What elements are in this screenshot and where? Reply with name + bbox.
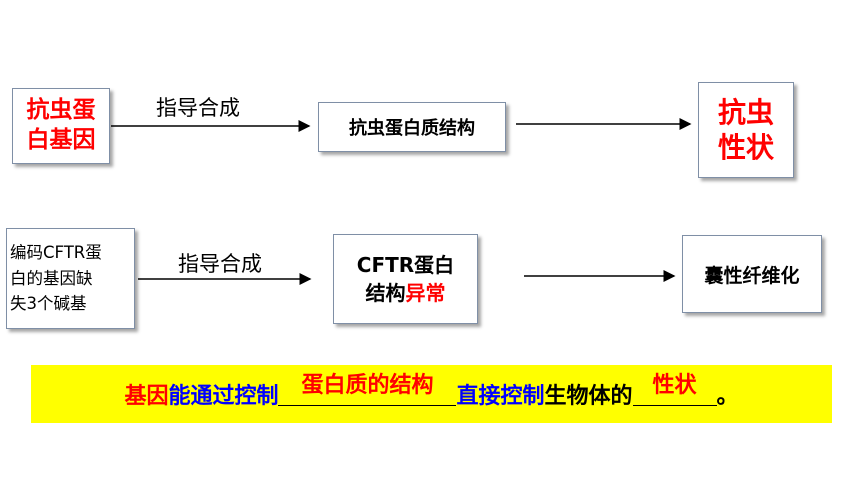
- conclusion-blank-protein-structure: 蛋白质的结构: [278, 374, 457, 406]
- conclusion-gene: 基因: [124, 384, 169, 409]
- row2-gene-box: 编码CFTR蛋 白的基因缺 失3个碱基: [6, 228, 135, 329]
- row2-trait-box: 囊性纤维化: [682, 235, 822, 313]
- row2-gene-box-line2: 白的基因缺: [10, 268, 93, 288]
- row2-arrow-label: 指导合成: [178, 252, 262, 276]
- row1-gene-box: 抗虫蛋 白基因: [12, 88, 110, 164]
- row2-protein-box-line1: CFTR蛋白: [356, 253, 455, 277]
- row1-protein-box-text: 抗虫蛋白质结构: [349, 118, 475, 139]
- row2-gene-box-line3: 失3个碱基: [10, 294, 87, 314]
- row1-gene-box-line1: 抗虫蛋: [26, 97, 96, 124]
- row2-protein-box: CFTR蛋白 结构异常: [333, 234, 478, 324]
- row2-protein-box-structure: 结构: [365, 281, 406, 305]
- row1-trait-box-line1: 抗虫: [717, 96, 774, 129]
- row1-protein-box: 抗虫蛋白质结构: [318, 102, 506, 152]
- row2-trait-box-text: 囊性纤维化: [704, 264, 800, 287]
- row2-protein-box-line2: 结构异常: [366, 279, 446, 307]
- conclusion-banner: 基因能通过控制蛋白质的结构直接控制生物体的性状。: [31, 365, 832, 423]
- conclusion-blank-trait: 性状: [632, 374, 717, 406]
- conclusion-blank-trait-answer: 性状: [652, 372, 697, 398]
- conclusion-organism: 生物体的: [544, 384, 633, 409]
- conclusion-period: 。: [716, 384, 739, 409]
- row1-arrow-label: 指导合成: [156, 96, 240, 120]
- conclusion-direct-control: 直接控制: [456, 384, 545, 409]
- conclusion-through-control: 能通过控制: [168, 384, 279, 409]
- row1-trait-box: 抗虫 性状: [698, 82, 794, 178]
- row2-gene-box-line1: 编码CFTR蛋: [10, 243, 102, 263]
- row1-gene-box-line2: 白基因: [26, 127, 96, 153]
- row2-protein-box-abnormal: 异常: [405, 281, 446, 305]
- conclusion-blank-protein-structure-answer: 蛋白质的结构: [301, 372, 434, 398]
- row1-trait-box-line2: 性状: [717, 131, 774, 164]
